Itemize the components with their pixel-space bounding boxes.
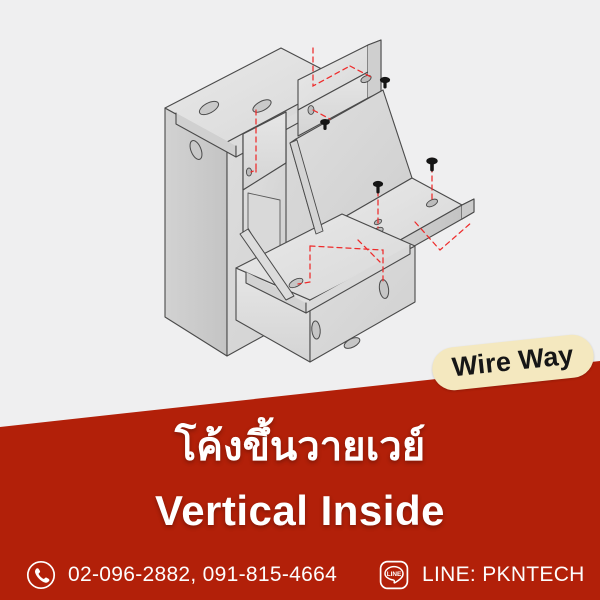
line-id-text: LINE: PKNTECH [422, 563, 585, 586]
contact-bar: 02-096-2882, 091-815-4664 LINE LINE: PKN… [0, 552, 600, 598]
line-contact[interactable]: LINE LINE: PKNTECH [379, 560, 585, 590]
line-icon-inner-label: LINE [387, 571, 402, 578]
line-app-icon: LINE [379, 560, 409, 590]
product-illustration [164, 39, 475, 363]
phone-contact[interactable]: 02-096-2882, 091-815-4664 [26, 560, 337, 590]
wire-way-badge-label: Wire Way [450, 339, 575, 383]
phone-numbers-text: 02-096-2882, 091-815-4664 [68, 563, 338, 586]
phone-circle-icon [26, 560, 56, 590]
product-title-english: Vertical Inside [155, 487, 445, 534]
product-title-thai: โค้งขึ้นวายเวย์ [174, 424, 426, 470]
